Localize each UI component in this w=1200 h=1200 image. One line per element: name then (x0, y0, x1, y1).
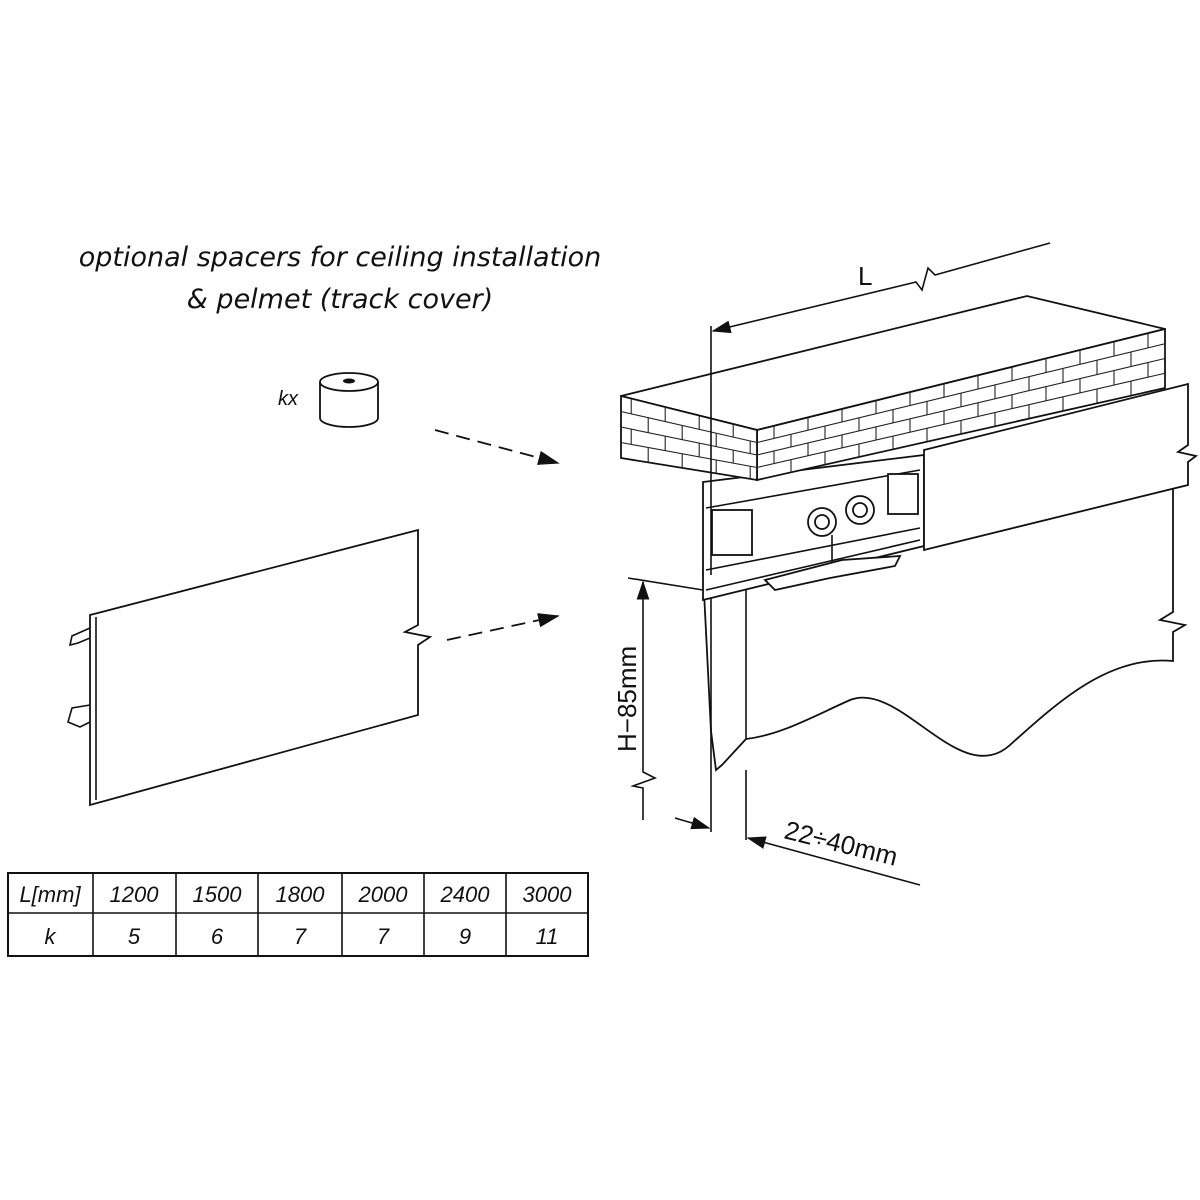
spacer-cylinder (319, 372, 379, 428)
height-dimension: H−85mm (612, 577, 704, 820)
length-label: L (858, 261, 872, 291)
pelmet-panel (67, 528, 433, 807)
table-k-cell: 5 (128, 924, 141, 949)
pelmet-arrow (446, 613, 560, 641)
title-line-1: optional spacers for ceiling installatio… (79, 242, 602, 273)
table-k-cell: 9 (459, 924, 471, 949)
table-k-cell: 11 (536, 924, 559, 949)
table-k-cell: 6 (211, 924, 224, 949)
table-length-cell: 1500 (193, 882, 243, 907)
title-line-2: & pelmet (track cover) (187, 284, 493, 315)
table-k-cell: 7 (377, 924, 390, 949)
brick-joint (620, 410, 758, 444)
thickness-dimension: 22÷40mm (674, 770, 921, 886)
brick-joint (620, 426, 758, 456)
height-label: H−85mm (612, 646, 642, 752)
table-header-k: k (45, 924, 57, 949)
spacer-quantity-label: kx (278, 388, 299, 410)
mounted-pelmet (923, 382, 1199, 552)
table-length-cell: 1800 (276, 882, 326, 907)
table-length-cell: 1200 (110, 882, 160, 907)
table-length-cell: 2400 (440, 882, 491, 907)
brick-joint (620, 441, 758, 469)
table-header-length: L[mm] (19, 882, 81, 907)
table-length-cell: 3000 (523, 882, 573, 907)
spacer-arrow (434, 429, 560, 465)
brick-ceiling (620, 295, 1166, 482)
spacer-quantity-table: L[mm] k 1200 1500 1800 2000 2400 3000 5 … (7, 872, 589, 957)
length-dimension: L (710, 242, 1051, 575)
table-k-cell: 7 (294, 924, 307, 949)
table-length-cell: 2000 (358, 882, 409, 907)
